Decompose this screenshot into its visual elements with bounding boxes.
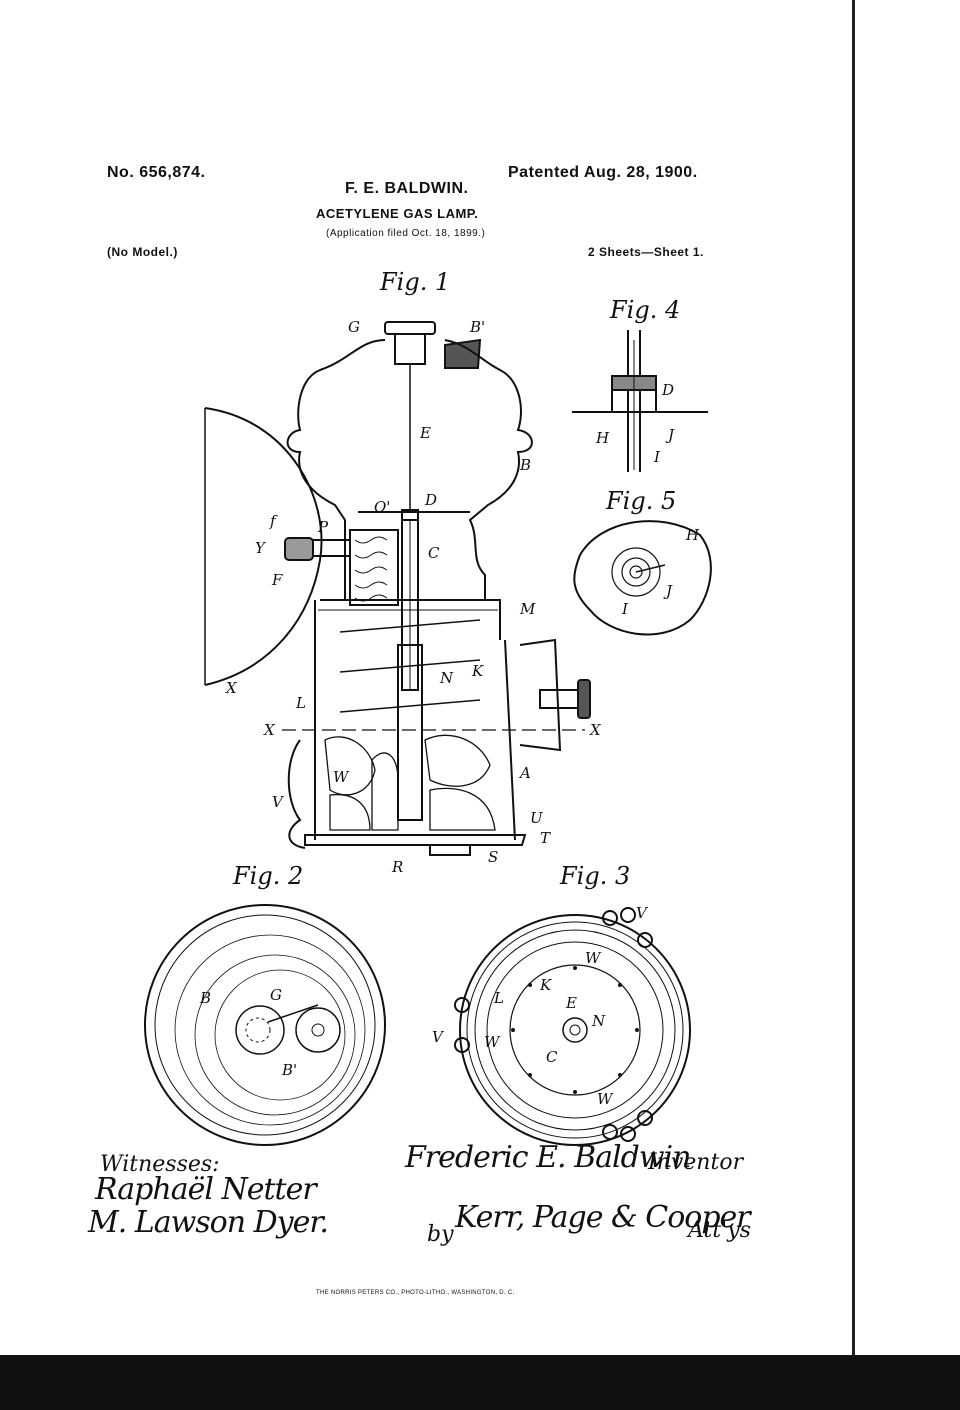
label-fig2-b-prime: B' bbox=[281, 1061, 297, 1079]
tube-n bbox=[397, 644, 423, 821]
side-bracket bbox=[519, 638, 562, 752]
label-f-lower: f bbox=[269, 512, 278, 530]
base-plate-s bbox=[304, 834, 527, 846]
attorney-label: Att'ys bbox=[688, 1218, 751, 1243]
label-t: T bbox=[540, 829, 551, 847]
fig-2-caption: Fig. 2 bbox=[233, 862, 304, 890]
fig-1-caption: Fig. 1 bbox=[380, 268, 451, 296]
label-f: F bbox=[271, 571, 283, 589]
fig-4-labels: D H J I bbox=[595, 381, 675, 466]
label-c: C bbox=[428, 544, 440, 562]
cap-stem bbox=[394, 333, 426, 365]
label-fig3-v-left: V bbox=[432, 1028, 445, 1046]
page-edge bbox=[852, 0, 855, 1355]
label-o-prime: O' bbox=[374, 498, 390, 516]
printer-imprint: THE NORRIS PETERS CO., PHOTO-LITHO., WAS… bbox=[316, 1290, 515, 1296]
patent-date: Patented Aug. 28, 1900. bbox=[508, 164, 698, 181]
invention-title: ACETYLENE GAS LAMP. bbox=[316, 206, 479, 221]
label-fig5-i: I bbox=[621, 600, 629, 618]
label-fig2-b: B bbox=[199, 989, 211, 1007]
label-fig3-v-top: V bbox=[636, 904, 649, 922]
generator-top bbox=[320, 599, 501, 640]
fig-2-labels: B G B' bbox=[199, 986, 297, 1079]
fig-5-caption: Fig. 5 bbox=[606, 487, 677, 515]
label-x-reflector: X bbox=[225, 679, 238, 697]
label-fig2-g: G bbox=[270, 986, 282, 1004]
fig-4-detail bbox=[572, 330, 708, 472]
by-label: by bbox=[427, 1222, 454, 1247]
label-fig3-w-top: W bbox=[585, 949, 602, 967]
thumb-screw bbox=[539, 689, 581, 709]
inventor-name: F. E. BALDWIN. bbox=[345, 180, 469, 197]
fig-2-top-view bbox=[144, 904, 386, 1146]
inventor-signature: Frederic E. Baldwin bbox=[405, 1140, 691, 1175]
label-fig3-l: L bbox=[493, 989, 504, 1007]
filter-o-prime bbox=[349, 529, 399, 606]
cap-g-shape bbox=[384, 321, 436, 335]
label-g: G bbox=[348, 318, 360, 336]
nozzle-b-prime bbox=[444, 338, 482, 369]
label-k: K bbox=[471, 662, 484, 680]
label-l: L bbox=[295, 694, 306, 712]
sheet-count: 2 Sheets—Sheet 1. bbox=[588, 245, 704, 259]
fig-3-labels: V W K E L N V W C W bbox=[432, 904, 649, 1108]
label-y: Y bbox=[255, 539, 267, 557]
label-s: S bbox=[488, 848, 498, 866]
label-w: W bbox=[333, 768, 350, 786]
drain-r bbox=[429, 845, 471, 856]
label-b: B bbox=[519, 456, 531, 474]
label-fig4-h: H bbox=[595, 429, 610, 447]
witnesses-label: Witnesses: bbox=[100, 1152, 220, 1177]
attorney-signature: Kerr, Page & Cooper bbox=[455, 1200, 751, 1235]
label-fig3-k: K bbox=[539, 976, 552, 994]
reservoir-b-right bbox=[444, 339, 533, 600]
patent-number: No. 656,874. bbox=[107, 164, 206, 181]
scan-bottom-band bbox=[0, 1355, 960, 1410]
carbide-lumps bbox=[324, 734, 496, 831]
fig-1-lamp bbox=[204, 321, 591, 856]
label-r: R bbox=[391, 858, 403, 876]
fig-5-detail bbox=[573, 520, 712, 636]
clip-v bbox=[287, 739, 306, 849]
inventor-label: Inventor bbox=[648, 1150, 744, 1175]
generator-walls bbox=[314, 600, 516, 841]
label-fig5-h: H bbox=[685, 526, 700, 544]
thumb-screw-head bbox=[577, 679, 591, 719]
fig-3-caption: Fig. 3 bbox=[560, 862, 631, 890]
label-u: U bbox=[530, 809, 544, 827]
label-n: N bbox=[439, 669, 454, 687]
label-x-right: X bbox=[589, 721, 602, 739]
label-m: M bbox=[519, 600, 536, 618]
label-fig3-n: N bbox=[591, 1012, 606, 1030]
reservoir-b-left bbox=[286, 339, 386, 600]
label-fig4-j: J bbox=[665, 426, 675, 444]
burner-f bbox=[284, 537, 314, 561]
fig-3-section bbox=[454, 907, 691, 1146]
reflector-x bbox=[204, 407, 323, 686]
label-p: P bbox=[317, 518, 329, 536]
application-filed: (Application filed Oct. 18, 1899.) bbox=[326, 228, 486, 239]
spiral-k bbox=[339, 619, 481, 713]
filter-texture bbox=[354, 536, 388, 602]
label-fig3-w-bottom: W bbox=[597, 1090, 614, 1108]
label-d: D bbox=[424, 491, 437, 509]
label-fig4-d: D bbox=[661, 381, 674, 399]
fig-4-caption: Fig. 4 bbox=[610, 296, 681, 324]
witness-2-signature: M. Lawson Dyer. bbox=[88, 1205, 329, 1240]
label-e: E bbox=[419, 424, 431, 442]
witness-1-signature: Raphaël Netter bbox=[95, 1172, 317, 1207]
label-fig4-i: I bbox=[653, 448, 661, 466]
label-b-prime: B' bbox=[469, 318, 485, 336]
label-fig3-w-left: W bbox=[484, 1033, 501, 1051]
label-fig3-e: E bbox=[565, 994, 577, 1012]
no-model: (No Model.) bbox=[107, 245, 178, 259]
label-a: A bbox=[518, 764, 531, 782]
fig-5-labels: H J I bbox=[621, 526, 700, 618]
label-x-left: X bbox=[263, 721, 276, 739]
label-v: V bbox=[272, 793, 285, 811]
label-fig5-j: J bbox=[663, 582, 673, 600]
label-fig3-c: C bbox=[546, 1048, 558, 1066]
fig-1-labels: G B' E B D O' C f P Y F M K N L X X X W … bbox=[225, 318, 602, 876]
